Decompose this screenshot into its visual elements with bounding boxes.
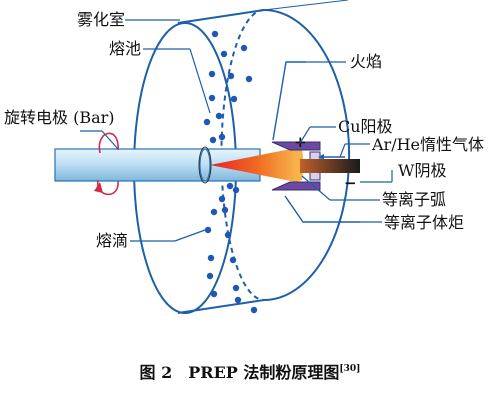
droplet-dot [230, 95, 238, 103]
chamber-inner-dashed [220, 9, 265, 301]
minus-sign: − [344, 174, 357, 192]
label-molten-pool: 熔池 [109, 39, 141, 58]
droplet-dot [229, 256, 237, 264]
droplet-group [203, 30, 258, 314]
chamber-back-rim [263, 9, 351, 301]
label-plasma-torch: 等离子体炬 [384, 213, 464, 232]
droplet-dot [203, 118, 211, 126]
label-plasma-arc: 等离子弧 [382, 190, 446, 209]
droplet-dot [215, 112, 223, 120]
chamber-top-extension [263, 0, 349, 11]
droplet-dot [218, 195, 226, 203]
droplet-dot [209, 136, 217, 144]
cu-anode-top [271, 141, 321, 151]
caption-text: 图 2 PREP 法制粉原理图 [140, 363, 340, 382]
chamber-bottom-edge [177, 299, 265, 314]
droplet-dot [240, 44, 248, 52]
w-cathode [300, 159, 360, 173]
leader-lines [80, 19, 393, 242]
label-cu-anode: Cu阳极 [338, 117, 393, 136]
droplet-dot [206, 272, 214, 280]
droplet-dot [227, 72, 235, 80]
rotation-arrow-icon [94, 132, 119, 196]
torch-bracket [272, 61, 360, 223]
droplet-dot [220, 50, 228, 58]
chamber-top-edge [177, 9, 265, 24]
droplet-dot [208, 94, 216, 102]
label-rotating-electrode: 旋转电极 (Bar) [4, 108, 115, 127]
droplet-dot [211, 30, 219, 38]
droplet-dot [221, 206, 229, 214]
figure-caption: 图 2 PREP 法制粉原理图[30] [140, 363, 361, 382]
label-flame: 火焰 [350, 52, 382, 71]
droplet-dot [210, 208, 218, 216]
droplet-dot [218, 133, 226, 141]
caption-reference: [30] [339, 364, 360, 374]
droplet-dot [245, 75, 253, 83]
droplet-dot [210, 290, 218, 298]
droplet-dot [226, 182, 234, 190]
droplet-dot [208, 70, 216, 78]
label-droplet: 熔滴 [96, 231, 128, 250]
label-inert-gas: Ar/He惰性气体 [371, 135, 484, 154]
cu-anode-bottom [271, 181, 321, 191]
droplet-dot [207, 254, 215, 262]
droplet-dot [204, 226, 212, 234]
label-w-cathode: W阴极 [398, 161, 446, 180]
droplet-dot [224, 231, 232, 239]
droplet-dot [250, 306, 258, 314]
label-chamber: 雾化室 [77, 10, 125, 29]
droplet-dot [232, 186, 240, 194]
flame-cone [210, 148, 296, 182]
droplet-dot [232, 284, 240, 292]
droplet-dot [234, 296, 242, 304]
